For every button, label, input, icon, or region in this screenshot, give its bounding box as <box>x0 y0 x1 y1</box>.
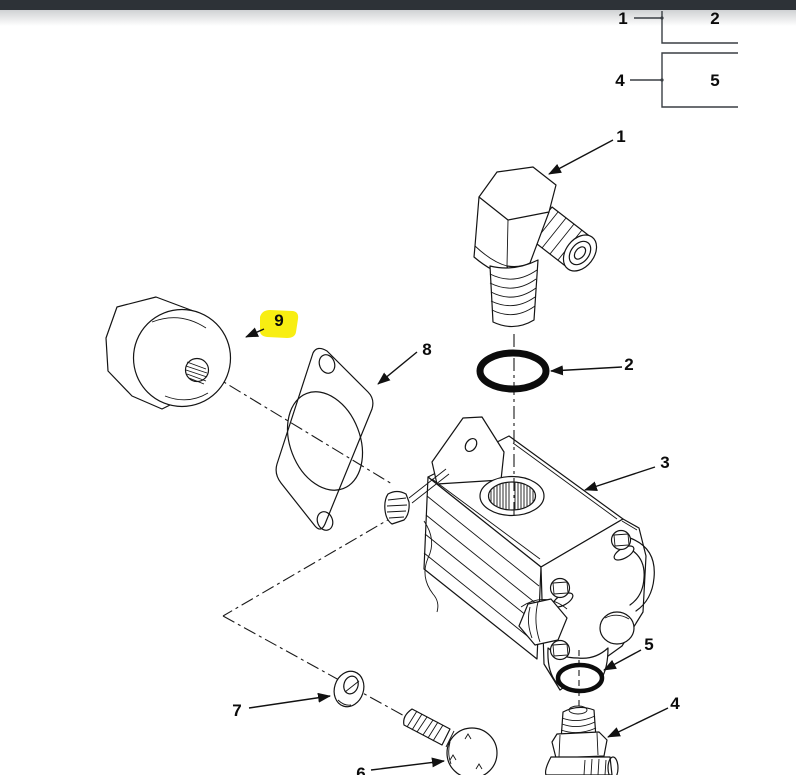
legend-item-5[interactable]: 5 <box>710 71 719 90</box>
callout-7-number[interactable]: 7 <box>232 701 241 720</box>
flange-bolt-hole <box>464 437 478 453</box>
part-drive-coupling <box>105 296 232 410</box>
callout-9-highlighted[interactable]: 9 <box>245 310 299 338</box>
legend-item-2[interactable]: 2 <box>710 9 719 28</box>
legend-junction-dot <box>660 78 664 82</box>
part-hex-bolt <box>403 708 498 775</box>
callout-4[interactable]: 4 <box>607 694 680 738</box>
top-bar-shadow <box>0 10 796 26</box>
bolt-head <box>446 727 498 775</box>
callout-8-number[interactable]: 8 <box>422 340 431 359</box>
callout-2[interactable]: 2 <box>550 355 634 376</box>
callout-4-number[interactable]: 4 <box>670 694 680 713</box>
gasket-bolt-hole <box>318 354 336 374</box>
pump-cover-bolt <box>610 529 635 561</box>
fitting4-elbow-body <box>544 756 613 775</box>
spline-hatching <box>185 361 208 385</box>
pump-mounting-flange <box>431 416 505 485</box>
legend-kit-groups: 1 2 4 5 <box>615 9 738 108</box>
callout-1[interactable]: 1 <box>548 127 626 175</box>
callout-9-highlight <box>259 310 299 338</box>
centerline-main-axis <box>208 347 393 531</box>
part-elbow-fitting-large <box>473 166 598 328</box>
pump-input-shaft <box>384 468 450 525</box>
callout-8[interactable]: 8 <box>377 340 432 385</box>
part-elbow-fitting-small <box>544 705 619 775</box>
callout-6-number[interactable]: 6 <box>356 764 365 775</box>
callout-3-number[interactable]: 3 <box>660 453 669 472</box>
pump-top-port <box>479 475 545 517</box>
callout-5[interactable]: 5 <box>603 635 654 671</box>
part-o-ring-small <box>555 662 605 694</box>
callout-9-number[interactable]: 9 <box>274 311 283 330</box>
legend-bracket-1 <box>661 11 738 44</box>
callout-1-number[interactable]: 1 <box>616 127 625 146</box>
pump-cover-bolt <box>549 639 571 661</box>
legend-item-4[interactable]: 4 <box>615 71 625 90</box>
bolt-shank <box>403 708 451 746</box>
callout-2-number[interactable]: 2 <box>624 355 633 374</box>
centerline-bolt-axis <box>222 513 409 719</box>
gasket-bolt-hole <box>316 511 334 531</box>
bolt-grade-mark <box>464 733 472 740</box>
pump-rear-port <box>599 611 635 645</box>
pump-hex-plug <box>518 598 568 646</box>
part-gasket <box>275 347 374 531</box>
legend-junction-dot <box>660 16 664 20</box>
legend-bracket-2 <box>661 52 738 108</box>
part-o-ring-large <box>476 349 550 393</box>
port-thread-hatching <box>490 482 534 510</box>
fitting-threaded-stud <box>489 259 539 328</box>
part-pump-body <box>384 416 655 693</box>
pump-bell-contour <box>423 520 439 613</box>
callout-3[interactable]: 3 <box>584 453 670 492</box>
part-washer <box>333 670 365 708</box>
callout-6[interactable]: 6 <box>356 757 445 775</box>
pump-rear-tube <box>629 537 655 612</box>
bolt-grade-mark <box>475 763 483 770</box>
callout-5-number[interactable]: 5 <box>644 635 653 654</box>
bolt-grade-mark <box>449 754 457 761</box>
callout-7[interactable]: 7 <box>232 692 331 720</box>
legend-item-1[interactable]: 1 <box>618 9 627 28</box>
window-top-bar <box>0 0 796 10</box>
